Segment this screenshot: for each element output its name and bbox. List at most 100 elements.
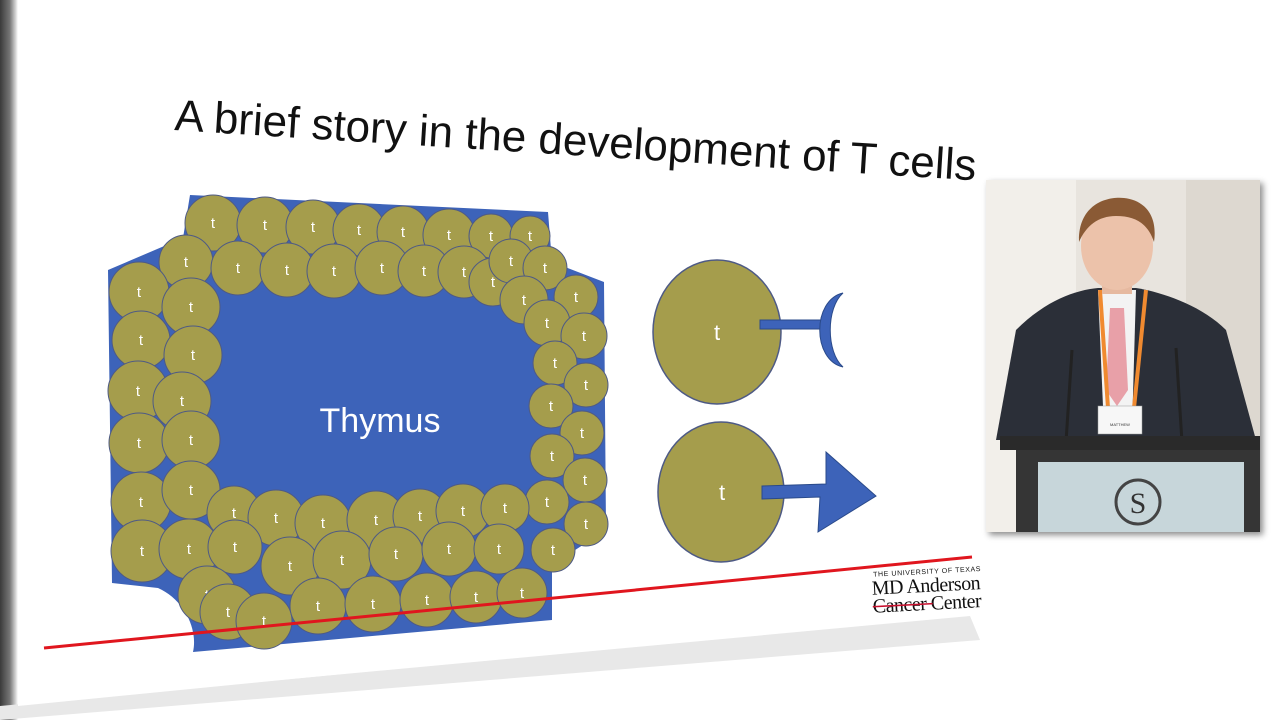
thymus-t-cell-label: t	[187, 541, 192, 558]
thymus-t-cell-label: t	[574, 289, 579, 306]
thymus-t-cell	[207, 519, 263, 575]
thymus-t-cell-label: t	[528, 228, 533, 245]
microphone-left	[1064, 349, 1074, 443]
thymus-t-cell-label: t	[447, 227, 452, 244]
thymus-t-cell	[563, 362, 609, 408]
thymus-t-cell-label: t	[553, 355, 558, 372]
thymus-t-cell-label: t	[509, 253, 514, 270]
thymus-t-cell-label: t	[357, 222, 362, 239]
receptor-stalk	[759, 319, 823, 330]
thymus-t-cell	[528, 383, 574, 429]
left-edge-shadow	[0, 0, 18, 720]
thymus-t-cell-label: t	[418, 508, 423, 525]
t-cell-arrow-diagram: t	[657, 421, 877, 563]
thymus-t-cell-label: t	[184, 254, 189, 271]
large-t-cell-bottom-label: t	[719, 480, 725, 505]
thymus-t-cell-label: t	[189, 482, 194, 499]
speaker-tie	[1106, 308, 1128, 406]
thymus-t-cell-label: t	[422, 263, 427, 280]
md-anderson-logo: THE UNIVERSITY OF TEXAS MD Anderson Canc…	[871, 566, 982, 618]
thymus-t-cell-label: t	[520, 585, 525, 602]
t-cell-receptor-diagram: t	[652, 259, 844, 405]
logo-strike	[872, 602, 933, 608]
thymus-t-cell-label: t	[503, 500, 508, 517]
thymus-t-cell-label: t	[497, 541, 502, 558]
thymus-t-cell-label: t	[191, 347, 196, 364]
thymus-t-cell-label: t	[189, 432, 194, 449]
speaker-video-inset: MATTHEW S	[986, 180, 1260, 532]
speaker-lanyard	[1098, 289, 1148, 409]
thymus-t-cell-label: t	[139, 332, 144, 349]
thymus-t-cell-label: t	[491, 274, 496, 291]
receptor-crescent	[819, 292, 844, 368]
thymus-t-cell-label: t	[332, 263, 337, 280]
thymus-t-cell	[530, 527, 576, 573]
thymus-t-cell-label: t	[285, 262, 290, 279]
thymus-t-cell-label: t	[274, 510, 279, 527]
thymus-t-cell-label: t	[211, 215, 216, 232]
thymus-t-cell	[496, 567, 548, 619]
thymus-t-cell-label: t	[321, 515, 326, 532]
thymus-t-cell-label: t	[582, 328, 587, 345]
slide-page-shadow	[0, 616, 980, 720]
thymus-t-cell-label: t	[545, 315, 550, 332]
thymus-t-cell-label: t	[425, 592, 430, 609]
speaker-video-frame: MATTHEW S	[986, 180, 1260, 532]
thymus-t-cell-label: t	[136, 383, 141, 400]
thymus-t-cell-label: t	[137, 284, 142, 301]
thymus-t-cell-label: t	[522, 292, 527, 309]
thymus-t-cell-label: t	[232, 505, 237, 522]
thymus-t-cell-label: t	[580, 425, 585, 442]
thymus-t-cell-label: t	[140, 543, 145, 560]
thymus-t-cell	[563, 501, 609, 547]
thymus-t-cell-label: t	[489, 228, 494, 245]
thymus-t-cell-label: t	[380, 260, 385, 277]
thymus-t-cell-label: t	[447, 541, 452, 558]
thymus-label: Thymus	[320, 402, 441, 440]
thymus-t-cell-label: t	[189, 299, 194, 316]
thymus-t-cell-label: t	[262, 613, 267, 630]
podium-panel	[1038, 462, 1244, 532]
thymus-t-cell-label: t	[550, 448, 555, 465]
large-t-cell-top	[652, 259, 782, 405]
speaker-head	[1081, 202, 1153, 290]
thymus-t-cell	[529, 433, 575, 479]
thymus-t-cell-label: t	[137, 435, 142, 452]
thymus-t-cell-label: t	[311, 219, 316, 236]
thymus-t-cell-label: t	[583, 472, 588, 489]
podium-logo-circle	[1114, 478, 1162, 526]
thymus-t-cell-label: t	[139, 494, 144, 511]
thymus-t-cell-label: t	[462, 264, 467, 281]
thymus-t-cell-label: t	[401, 224, 406, 241]
podium-top	[1000, 436, 1260, 450]
thymus-t-cell	[473, 523, 525, 575]
red-divider-line	[43, 555, 973, 650]
thymus-t-cell-label: t	[316, 598, 321, 615]
thymus-t-cell-label: t	[394, 546, 399, 563]
thymus-t-cell-label: t	[263, 217, 268, 234]
thymus-t-cell-label: t	[226, 604, 231, 621]
thymus-t-cell-label: t	[180, 393, 185, 410]
thymus-t-cell-label: t	[584, 377, 589, 394]
thymus-t-cell-label: t	[545, 494, 550, 511]
thymus-t-cell-label: t	[461, 503, 466, 520]
thymus-t-cell-label: t	[584, 516, 589, 533]
thymus-t-cell	[560, 312, 608, 360]
thymus-t-cell-label: t	[236, 260, 241, 277]
thymus-t-cell-label: t	[543, 260, 548, 277]
name-badge-text: MATTHEW	[1110, 422, 1130, 427]
thymus-t-cell-label: t	[374, 512, 379, 529]
thymus-t-cell-label: t	[288, 558, 293, 575]
large-t-cell-top-label: t	[714, 320, 720, 345]
thymus-t-cell-label: t	[340, 552, 345, 569]
migration-arrow	[761, 450, 877, 533]
thymus-t-cell	[235, 592, 293, 650]
thymus-t-cell-label: t	[371, 596, 376, 613]
thymus-t-cell-label: t	[474, 589, 479, 606]
thymus-t-cell-label: t	[551, 542, 556, 559]
thymus-t-cell-label: t	[233, 539, 238, 556]
microphone-right	[1174, 347, 1184, 443]
